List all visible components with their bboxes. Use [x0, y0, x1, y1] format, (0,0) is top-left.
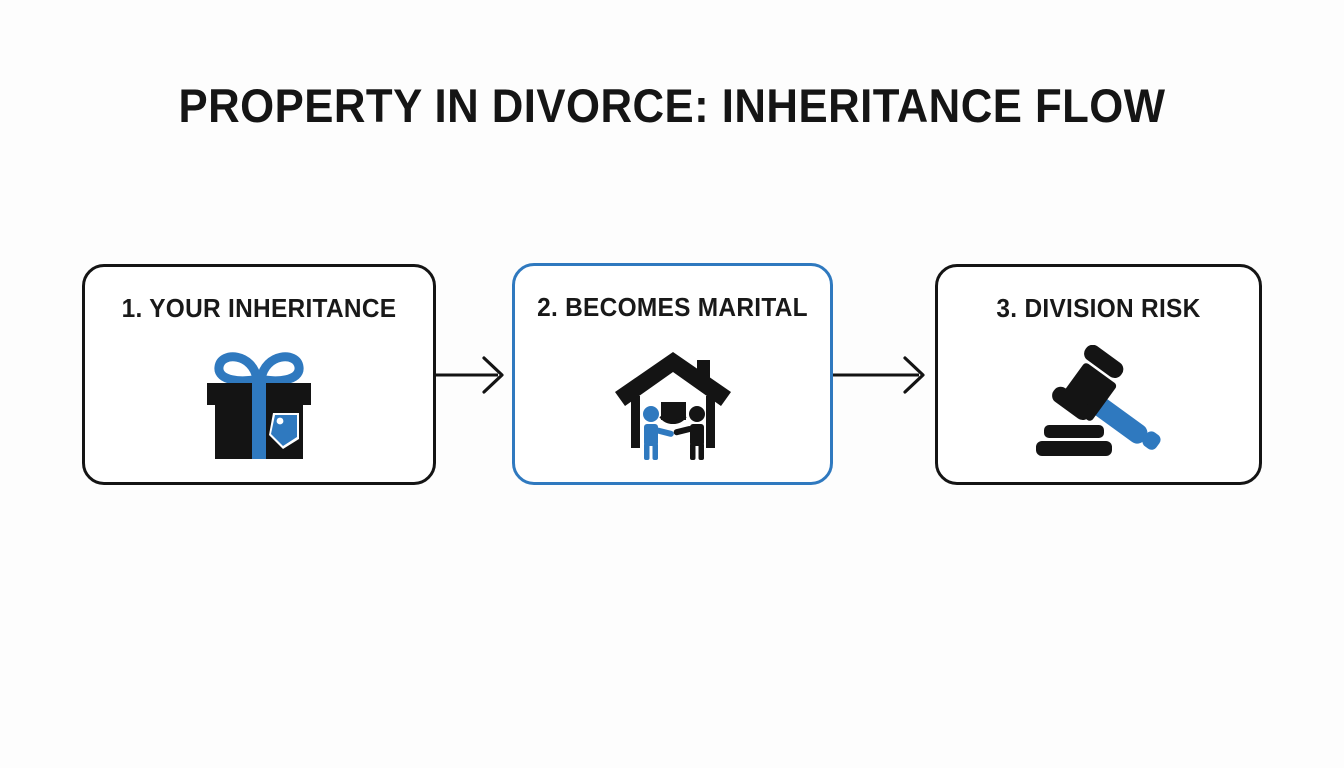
arrow-step1-to-step2: [436, 356, 504, 394]
flow-step-3-icon-wrap: [938, 345, 1259, 457]
flow-step-3[interactable]: 3. DIVISION RISK: [935, 264, 1262, 485]
gift-icon: [207, 352, 311, 459]
flow-step-1-icon-wrap: [85, 345, 433, 463]
flow-step-2-label: 2. BECOMES MARITAL: [537, 292, 808, 322]
flow-step-1[interactable]: 1. YOUR INHERITANCE: [82, 264, 436, 485]
page-title: PROPERTY IN DIVORCE: INHERITANCE FLOW: [178, 79, 1166, 132]
gavel-icon: [1035, 345, 1161, 456]
arrow-step2-to-step3: [833, 356, 925, 394]
flow-step-3-label: 3. DIVISION RISK: [996, 293, 1201, 323]
house-handshake-icon: [614, 352, 731, 460]
flow-step-2-icon-wrap: [515, 344, 830, 460]
flow-step-1-label: 1. YOUR INHERITANCE: [121, 293, 397, 323]
flow-step-2[interactable]: 2. BECOMES MARITAL: [512, 263, 833, 485]
